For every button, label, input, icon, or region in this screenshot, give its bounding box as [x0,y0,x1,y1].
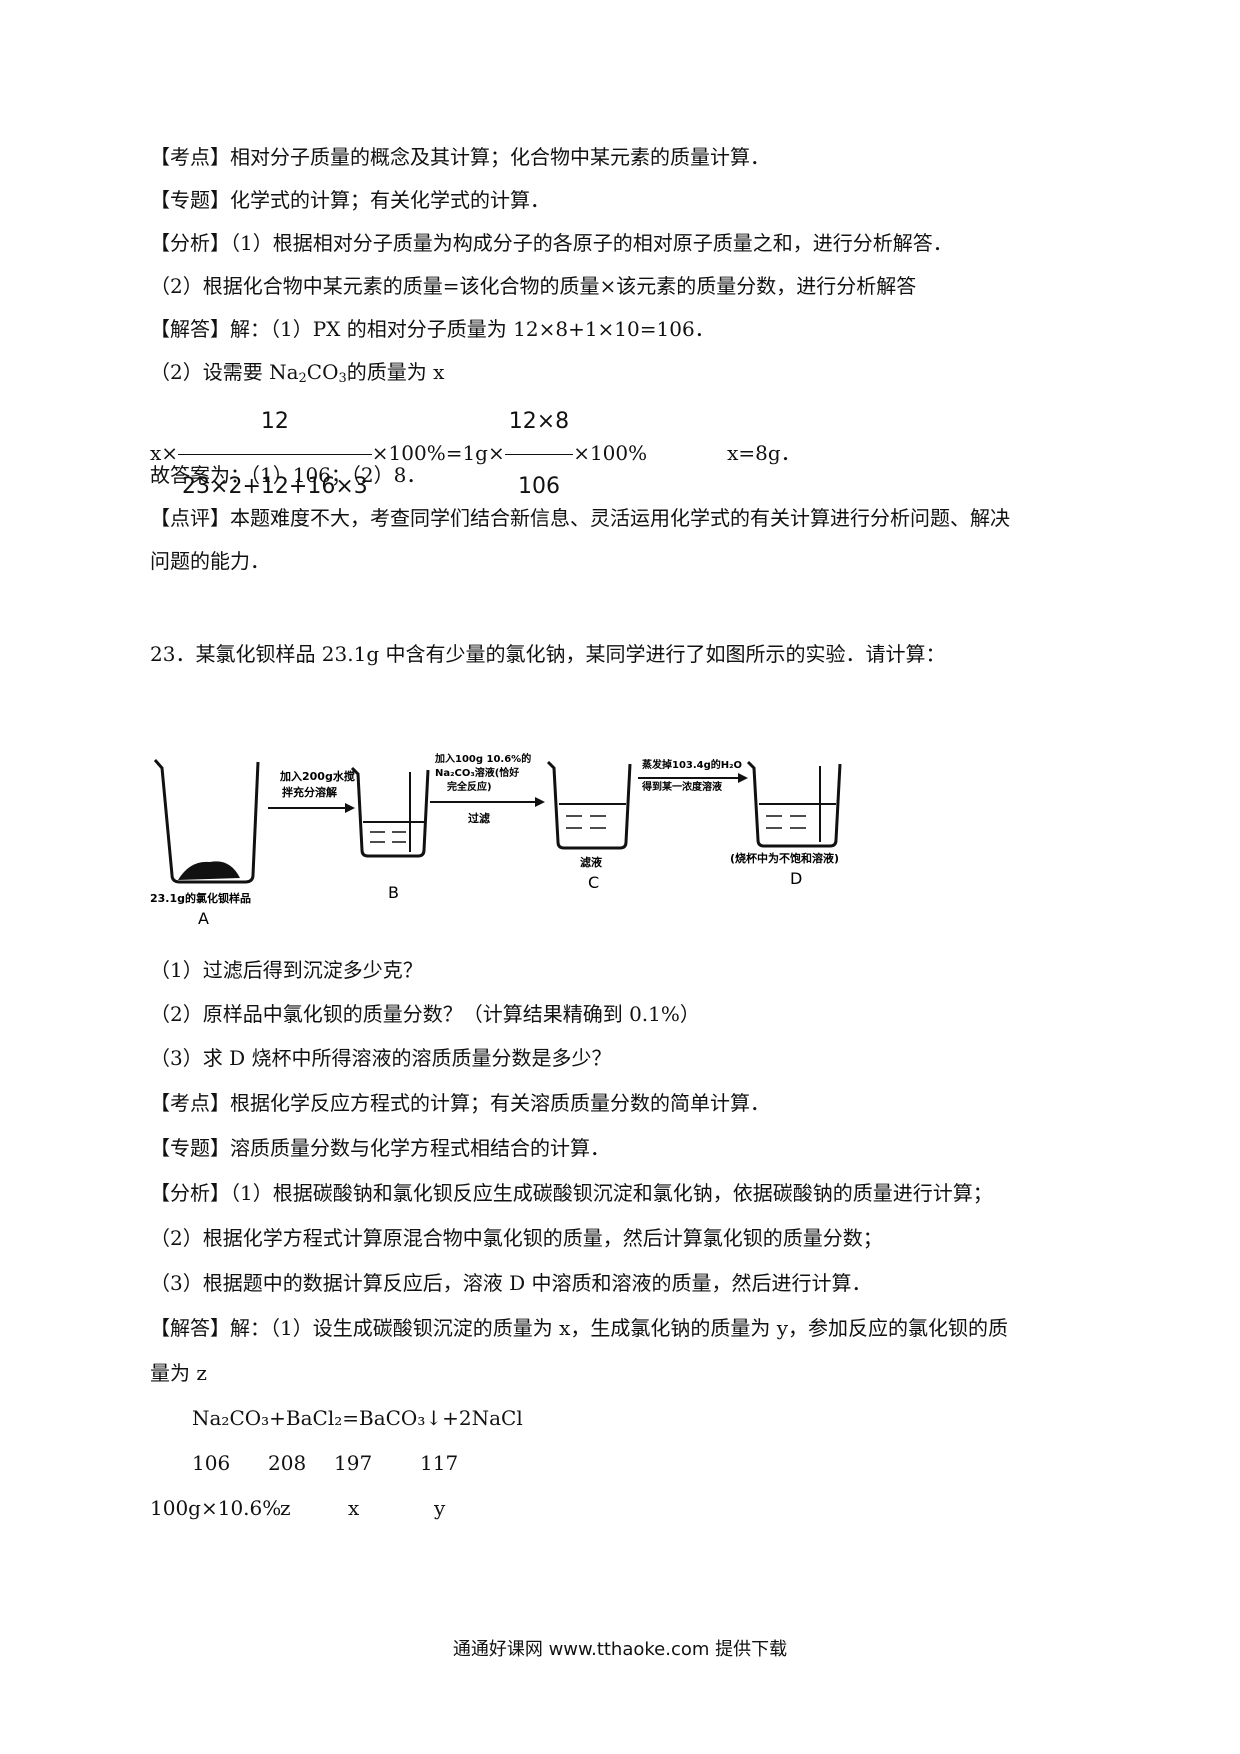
arrow-2-label-4: 过滤 [468,811,490,825]
precipitate-sample [178,861,240,880]
zhuanti-line-2: 【专题】溶质质量分数与化学方程式相结合的计算． [150,1136,610,1160]
footer: 通通好课网 www.tthaoke.com 提供下载 [452,1639,788,1660]
jieda-line-3: 【解答】解：（1）设生成碳酸钡沉淀的质量为 x，生成氯化钠的质量为 y，参加反应… [150,1316,1009,1340]
arrow-3-label-1: 蒸发掉103.4g的H₂O [642,758,742,771]
sub-question-2: （2）原样品中氯化钡的质量分数？（计算结果精确到 0.1%） [150,1002,700,1026]
dianping-line-2: 问题的能力． [150,549,270,573]
jieda-text-a: （2）设需要 Na [150,360,299,384]
beaker-a: 23.1g的氯化钡样品 A [150,759,260,928]
beaker-b-letter: B [388,883,399,902]
kaodian-line: 【考点】相对分子质量的概念及其计算；化合物中某元素的质量计算． [150,145,770,169]
value-2: z [280,1496,291,1520]
arrow-2-label-1: 加入100g 10.6%的 [434,752,531,765]
equation-line: x× 12 23×2+12+16×3×100%=1g×12×8 106×100% x=8… [150,392,801,517]
zhuanti-line: 【专题】化学式的计算；有关化学式的计算． [150,188,550,212]
fenxi-line-4: （2）根据化学方程式计算原混合物中氯化钡的质量，然后计算氯化钡的质量分数； [150,1226,883,1250]
arrow-1: 加入200g水搅 拌充分溶解 [268,769,355,813]
beaker-b: B [350,766,430,902]
eq-end: ×100% [573,441,648,465]
fenxi-line-1: 【分析】（1）根据相对分子质量为构成分子的各原子的相对原子质量之和，进行分析解答… [150,231,953,255]
value-1: 100g×10.6% [150,1496,282,1520]
molar-mass-3: 197 [334,1451,373,1475]
answer-line: 故答案为：（1）106；（2）8． [150,463,427,487]
arrow-1-label-1: 加入200g水搅 [279,769,355,783]
molar-mass-1: 106 [192,1451,231,1475]
value-3: x [348,1496,360,1520]
question-23: 23．某氯化钡样品 23.1g 中含有少量的氯化钠，某同学进行了如图所示的实验．… [150,642,946,666]
beaker-a-letter: A [198,909,209,928]
jieda-line-2: （2）设需要 Na2CO3的质量为 x [150,358,444,393]
molar-mass-2: 208 [268,1451,307,1475]
beaker-c-caption: 滤液 [580,855,603,869]
eq-mid: ×100%=1g× [371,441,505,465]
fenxi-line-2: （2）根据化合物中某元素的质量=该化合物的质量×该元素的质量分数，进行分析解答 [150,274,917,298]
arrow-3: 蒸发掉103.4g的H₂O 得到某一浓度溶液 [638,758,748,793]
beaker-d: (烧杯中为不饱和溶液) D [730,760,842,888]
sub-question-1: （1）过滤后得到沉淀多少克？ [150,958,423,982]
arrow-3-label-2: 得到某一浓度溶液 [641,780,722,793]
reaction-equation: Na₂CO₃+BaCl₂=BaCO₃↓+2NaCl [192,1406,523,1430]
eq-result: x=8g． [727,441,801,465]
eq-x: x× [150,441,179,465]
arrow-2-label-2: Na₂CO₃溶液(恰好 [435,766,519,779]
molar-mass-4: 117 [420,1451,459,1475]
dianping-line-1: 【点评】本题难度不大，考查同学们结合新信息、灵活运用化学式的有关计算进行分析问题… [150,506,1010,530]
beaker-d-letter: D [790,869,802,888]
experiment-diagram: 23.1g的氯化钡样品 A 加入200g水搅 拌充分溶解 B 加入100g 10… [150,752,842,928]
fenxi-line-5: （3）根据题中的数据计算反应后，溶液 D 中溶质和溶液的质量，然后进行计算． [150,1271,872,1295]
jieda-text-c: CO [306,360,339,384]
arrow-1-label-2: 拌充分溶解 [282,785,337,799]
fraction-denominator: 23×2+12+16×3 [178,454,372,517]
fraction-numerator: 12 [260,409,289,434]
subscript: 2 [298,371,307,386]
arrow-2-label-3: 完全反应) [447,780,492,793]
fraction-1: 12 23×2+12+16×3 [178,392,372,517]
kaodian-line-2: 【考点】根据化学反应方程式的计算；有关溶质质量分数的简单计算． [150,1091,770,1115]
jieda-line-4: 量为 z [150,1361,207,1385]
fraction-numerator: 12×8 [508,409,570,434]
fenxi-line-3: 【分析】（1）根据碳酸钠和氯化钡反应生成碳酸钡沉淀和氯化钠，依据碳酸钠的质量进行… [150,1181,993,1205]
beaker-a-caption: 23.1g的氯化钡样品 [150,891,251,905]
beaker-d-caption: (烧杯中为不饱和溶液) [730,851,839,865]
beaker-c: 滤液 C [546,760,632,892]
beaker-c-letter: C [588,873,599,892]
fraction-denominator: 106 [504,454,574,517]
sub-question-3: （3）求 D 烧杯中所得溶液的溶质质量分数是多少？ [150,1046,612,1070]
subscript: 3 [338,371,347,386]
jieda-text-e: 的质量为 x [346,360,445,384]
fraction-2: 12×8 106 [504,392,574,517]
jieda-line-1: 【解答】解：（1）PX 的相对分子质量为 12×8+1×10=106． [150,317,715,341]
value-4: y [434,1496,446,1520]
arrow-2: 加入100g 10.6%的 Na₂CO₃溶液(恰好 完全反应) 过滤 [430,752,545,825]
